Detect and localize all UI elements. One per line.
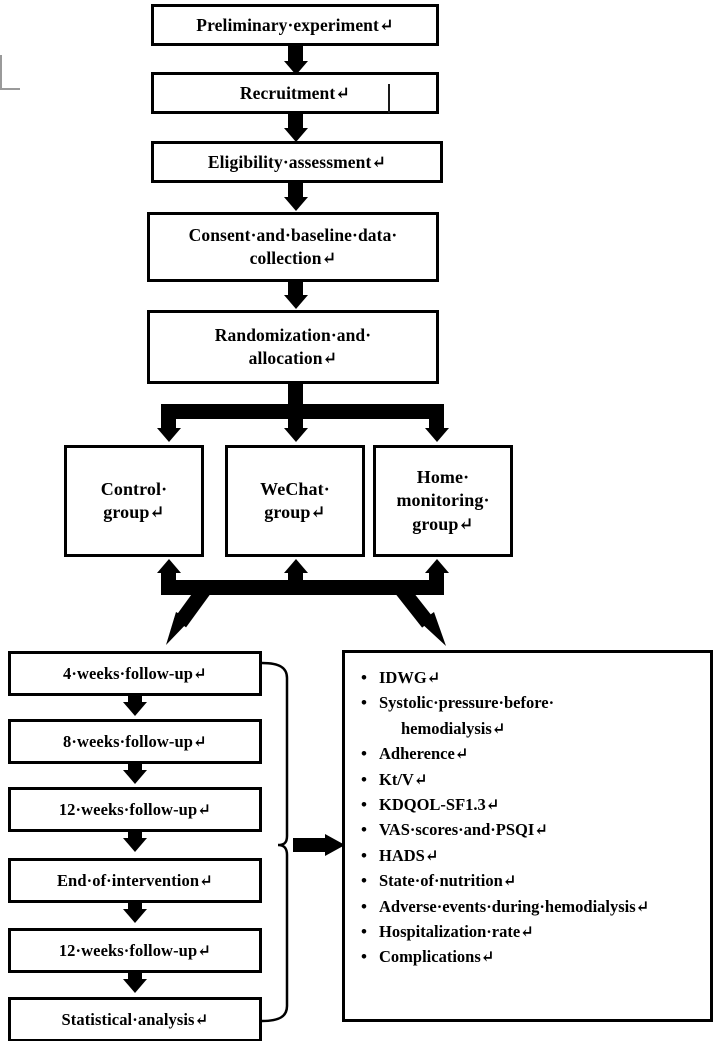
connector-shaft xyxy=(288,46,303,65)
node-label: Eligibility·assessment↵ xyxy=(207,151,387,172)
list-item-label: IDWG↵ xyxy=(379,668,441,687)
arrow-down-icon xyxy=(283,128,308,142)
connector-shaft xyxy=(429,404,444,430)
node-randomization[interactable]: Randomization·and· allocation↵ xyxy=(147,310,439,384)
page-crop-mark xyxy=(0,55,20,90)
list-item-label: KDQOL-SF1.3↵ xyxy=(379,795,500,815)
bullet-icon: • xyxy=(361,769,367,789)
node-label: Home· monitoring· group↵ xyxy=(396,467,490,534)
connector-shaft xyxy=(288,404,303,430)
arrow-down-icon xyxy=(123,909,147,923)
arrow-diagonal-right-icon xyxy=(396,585,446,646)
list-item-label: Hospitalization·rate↵ xyxy=(379,922,534,942)
list-item[interactable]: • State·of·nutrition↵ xyxy=(361,868,700,893)
connector-shaft xyxy=(128,903,142,911)
arrow-down-icon xyxy=(123,770,147,784)
node-wechat-group[interactable]: WeChat· group↵ xyxy=(225,445,365,557)
bullet-icon: • xyxy=(361,795,367,815)
node-followup-12-weeks[interactable]: 12·weeks·follow-up↵ xyxy=(8,787,262,832)
arrow-up-icon xyxy=(424,559,449,573)
list-item-label: Adherence↵ xyxy=(379,744,469,764)
text-caret xyxy=(388,84,390,113)
node-followup-12-weeks-2[interactable]: 12·weeks·follow-up↵ xyxy=(8,928,262,973)
bullet-icon: • xyxy=(361,896,367,916)
bracket-followups-to-outcomes xyxy=(261,661,289,1023)
arrow-down-icon xyxy=(283,197,308,211)
connector-shaft xyxy=(288,114,303,131)
node-label: Randomization·and· allocation↵ xyxy=(214,325,372,368)
node-label: End·of·intervention↵ xyxy=(56,870,214,890)
node-followup-8-weeks[interactable]: 8·weeks·follow-up↵ xyxy=(8,719,262,764)
arrow-diagonal-left-icon xyxy=(166,585,211,645)
node-recruitment[interactable]: Recruitment↵ xyxy=(151,72,439,114)
connector-shaft xyxy=(128,832,142,840)
node-label: Control· group↵ xyxy=(100,478,168,522)
connector-shaft xyxy=(128,696,142,704)
list-item-label-cont: hemodialysis↵ xyxy=(401,718,506,738)
bullet-icon: • xyxy=(361,922,367,942)
arrow-down-icon xyxy=(123,702,147,716)
node-outcome-measures[interactable]: • IDWG↵ • Systolic·pressure·before· hemodia… xyxy=(342,650,713,1022)
node-label: Preliminary·experiment↵ xyxy=(196,14,394,35)
node-preliminary-experiment[interactable]: Preliminary·experiment↵ xyxy=(151,4,439,46)
node-label: Recruitment↵ xyxy=(239,82,351,103)
node-followup-4-weeks[interactable]: 4·weeks·follow-up↵ xyxy=(8,651,262,696)
list-item-label: State·of·nutrition↵ xyxy=(379,871,517,891)
list-item[interactable]: • Adherence↵ xyxy=(361,741,700,766)
arrow-down-icon xyxy=(283,295,308,309)
connector-shaft xyxy=(288,282,303,298)
bullet-icon: • xyxy=(361,845,367,865)
arrow-up-icon xyxy=(283,559,308,573)
bullet-icon: • xyxy=(361,668,367,687)
arrow-down-icon xyxy=(283,61,308,75)
node-label: WeChat· group↵ xyxy=(260,478,330,522)
node-label: Consent·and·baseline·data· collection↵ xyxy=(188,225,398,268)
list-item-label: Kt/V↵ xyxy=(379,769,428,789)
node-consent-baseline[interactable]: Consent·and·baseline·data· collection↵ xyxy=(147,212,439,282)
node-end-of-intervention[interactable]: End·of·intervention↵ xyxy=(8,858,262,903)
list-item[interactable]: • HADS↵ xyxy=(361,843,700,868)
arrow-up-icon xyxy=(156,559,181,573)
list-item[interactable]: • Adverse·events·during·hemodialysis↵ xyxy=(361,894,700,919)
list-item-label: HADS↵ xyxy=(379,845,439,865)
arrow-down-icon xyxy=(424,428,449,442)
node-label: Statistical·analysis↵ xyxy=(61,1009,209,1029)
arrow-down-icon xyxy=(123,979,147,993)
arrow-right-icon xyxy=(293,834,345,856)
connector-shaft xyxy=(288,384,303,410)
list-item-label: Systolic·pressure·before· xyxy=(379,693,555,713)
connector-shaft xyxy=(288,183,303,201)
node-label: 8·weeks·follow-up↵ xyxy=(63,731,207,751)
node-label: 12·weeks·follow-up↵ xyxy=(58,940,212,960)
bullet-icon: • xyxy=(361,871,367,891)
node-eligibility-assessment[interactable]: Eligibility·assessment↵ xyxy=(151,141,443,183)
node-label: 4·weeks·follow-up↵ xyxy=(63,663,207,683)
list-item[interactable]: • Complications↵ xyxy=(361,944,700,969)
connector-join-bar xyxy=(161,580,444,595)
list-item[interactable]: • Hospitalization·rate↵ xyxy=(361,919,700,944)
list-item[interactable]: • KDQOL-SF1.3↵ xyxy=(361,792,700,817)
node-statistical-analysis[interactable]: Statistical·analysis↵ xyxy=(8,997,262,1041)
connector-shaft xyxy=(161,404,176,430)
connector-shaft xyxy=(128,973,142,981)
list-item[interactable]: • VAS·scores·and·PSQI↵ xyxy=(361,817,700,842)
list-item-label: VAS·scores·and·PSQI↵ xyxy=(379,820,549,840)
arrow-down-icon xyxy=(283,428,308,442)
bullet-icon: • xyxy=(361,744,367,764)
list-item[interactable]: • IDWG↵ xyxy=(361,665,700,690)
bullet-icon: • xyxy=(361,693,367,713)
arrow-down-icon xyxy=(123,838,147,852)
node-control-group[interactable]: Control· group↵ xyxy=(64,445,204,557)
list-item-label: Complications↵ xyxy=(379,947,495,967)
node-home-monitoring-group[interactable]: Home· monitoring· group↵ xyxy=(373,445,513,557)
bullet-icon: • xyxy=(361,947,367,967)
list-item[interactable]: • Kt/V↵ xyxy=(361,767,700,792)
arrow-down-icon xyxy=(156,428,181,442)
list-item[interactable]: • Systolic·pressure·before· hemodialysis↵ xyxy=(361,690,700,741)
list-item-label: Adverse·events·during·hemodialysis↵ xyxy=(379,896,650,916)
bullet-icon: • xyxy=(361,820,367,840)
node-label: 12·weeks·follow-up↵ xyxy=(58,799,212,819)
outcome-list: • IDWG↵ • Systolic·pressure·before· hemodia… xyxy=(361,665,700,970)
connector-shaft xyxy=(128,764,142,772)
